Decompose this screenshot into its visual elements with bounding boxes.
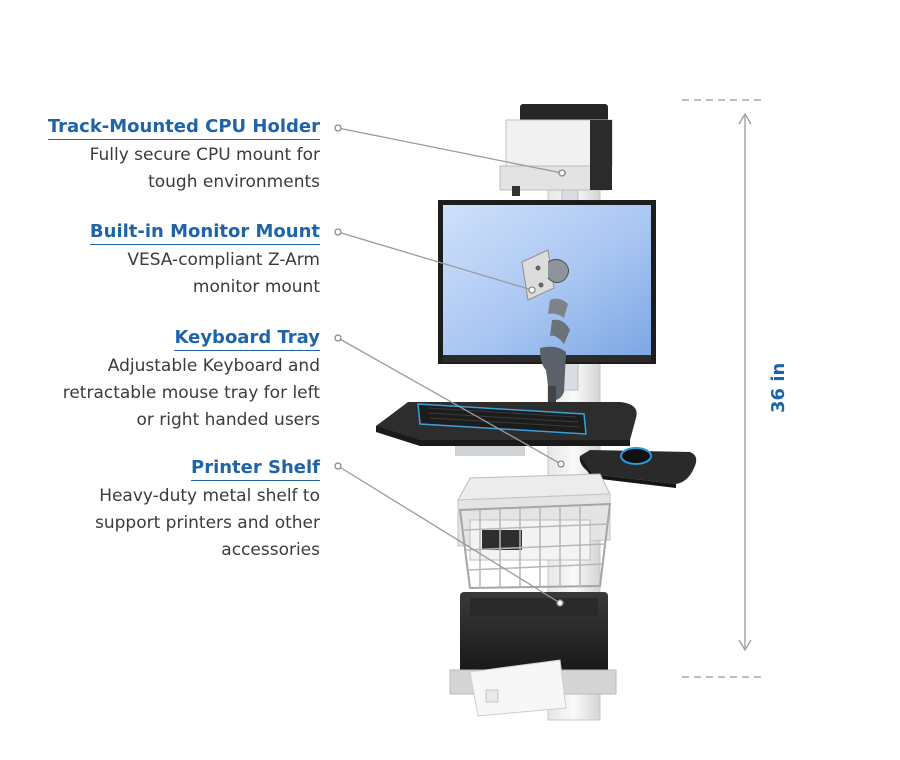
keyboard-tray — [375, 402, 637, 456]
feature-printer-shelf: Printer Shelf Heavy-duty metal shelf to … — [20, 456, 320, 564]
cpu-holder — [499, 104, 613, 196]
feature-title: Printer Shelf — [191, 456, 320, 481]
feature-description: Heavy-duty metal shelf to support printe… — [94, 486, 320, 560]
feature-title: Built-in Monitor Mount — [89, 220, 320, 245]
feature-description: Fully secure CPU mount for tough environ… — [89, 145, 320, 192]
printer-shelf — [457, 473, 612, 590]
feature-title: Track-Mounted CPU Holder — [47, 115, 320, 140]
vesa-mount — [521, 249, 570, 344]
feature-title: Keyboard Tray — [174, 326, 320, 351]
mouse-tray — [579, 447, 697, 488]
height-label: 36 in — [768, 362, 789, 414]
printer — [449, 592, 617, 717]
feature-cpu-holder: Track-Mounted CPU Holder Fully secure CP… — [20, 115, 320, 196]
feature-description: VESA-compliant Z-Arm monitor mount — [127, 250, 320, 297]
leader-dots — [334, 124, 566, 607]
height-dimension — [682, 99, 762, 678]
leader-lines — [337, 127, 563, 604]
feature-keyboard-tray: Keyboard Tray Adjustable Keyboard and re… — [20, 326, 320, 434]
keyboard-arm — [540, 346, 566, 408]
feature-description: Adjustable Keyboard and retractable mous… — [62, 356, 320, 430]
feature-monitor-mount: Built-in Monitor Mount VESA-compliant Z-… — [20, 220, 320, 301]
